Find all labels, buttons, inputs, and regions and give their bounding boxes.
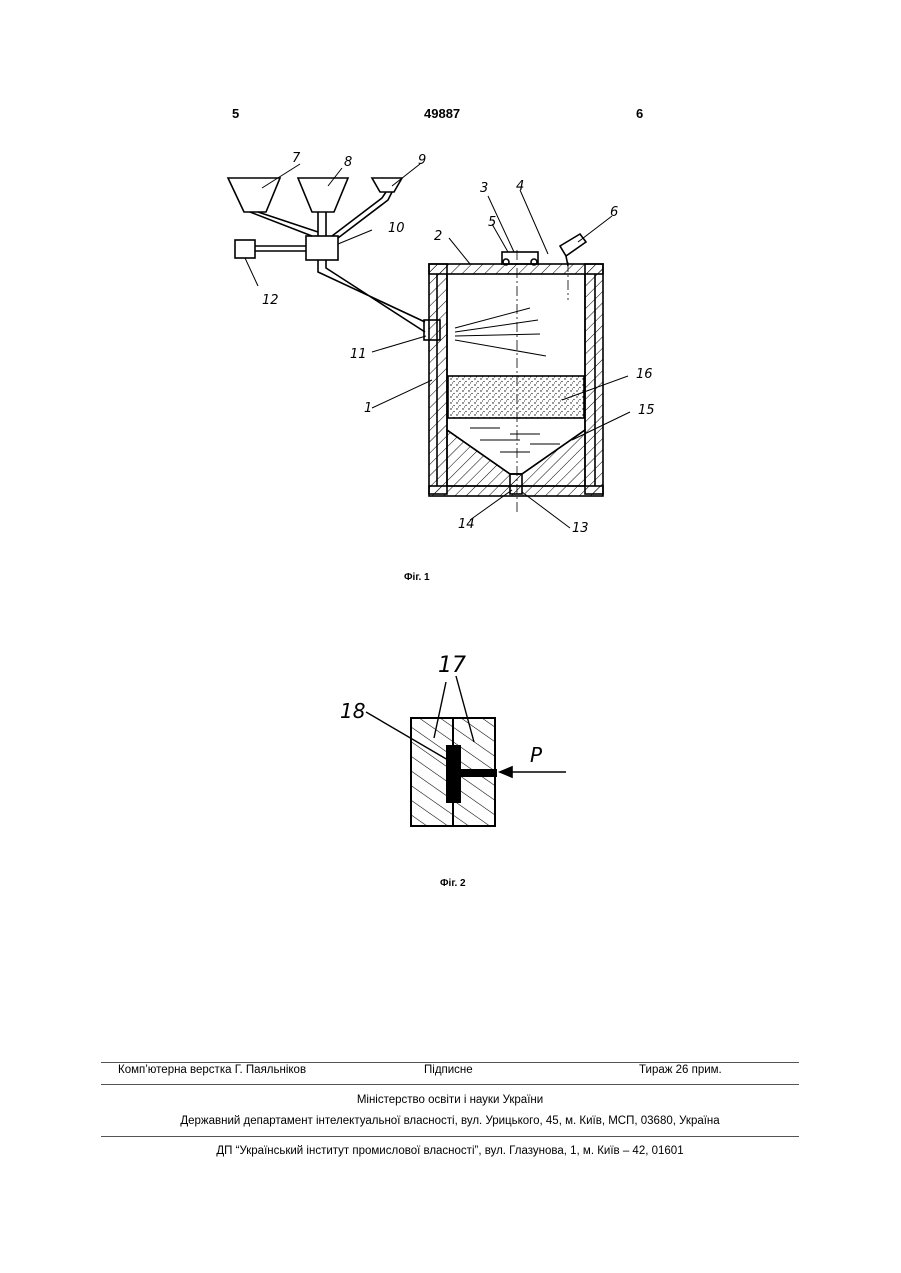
label-p: P <box>530 743 543 767</box>
figure-2-caption: Фіг. 2 <box>440 878 466 889</box>
outlet-14 <box>510 474 522 494</box>
footer-circulation: Тираж 26 прим. <box>639 1064 722 1076</box>
label-11: 11 <box>350 347 367 362</box>
hopper-9 <box>372 178 402 192</box>
label-8: 8 <box>344 155 352 170</box>
label-9: 9 <box>418 153 426 168</box>
footer-department: Державний департамент інтелектуальної вл… <box>101 1115 799 1127</box>
label-3: 3 <box>480 181 488 196</box>
layer-16 <box>448 376 584 418</box>
label-17: 17 <box>438 653 466 678</box>
label-5: 5 <box>488 215 496 230</box>
footer-rule-bottom <box>101 1136 799 1137</box>
valve-6 <box>560 234 586 256</box>
figure-1-caption: Фіг. 1 <box>404 572 430 583</box>
hopper-8 <box>298 178 348 212</box>
footer-rule-middle <box>101 1084 799 1085</box>
mixer-10 <box>306 236 338 260</box>
footer-signed: Підписне <box>424 1064 473 1076</box>
label-16: 16 <box>636 367 653 382</box>
label-13: 13 <box>572 521 589 536</box>
footer-institute: ДП “Український інститут промислової вла… <box>101 1145 799 1157</box>
label-14: 14 <box>458 517 475 532</box>
footer-ministry: Міністерство освіти і науки України <box>101 1094 799 1106</box>
figure-1 <box>228 164 630 528</box>
footer-typesetting: Комп’ютерна верстка Г. Паяльніков <box>118 1064 306 1076</box>
hopper-7 <box>228 178 280 212</box>
label-1: 1 <box>364 401 372 416</box>
footer-rule-top <box>101 1062 799 1063</box>
label-4: 4 <box>516 179 524 194</box>
label-12: 12 <box>262 293 279 308</box>
label-2: 2 <box>434 229 442 244</box>
unit-12 <box>235 240 255 258</box>
label-7: 7 <box>292 151 301 166</box>
label-15: 15 <box>638 403 655 418</box>
label-18: 18 <box>340 699 365 723</box>
cap-3 <box>502 252 538 264</box>
sample-18 <box>447 746 460 802</box>
label-6: 6 <box>610 205 618 220</box>
label-10: 10 <box>388 221 405 236</box>
